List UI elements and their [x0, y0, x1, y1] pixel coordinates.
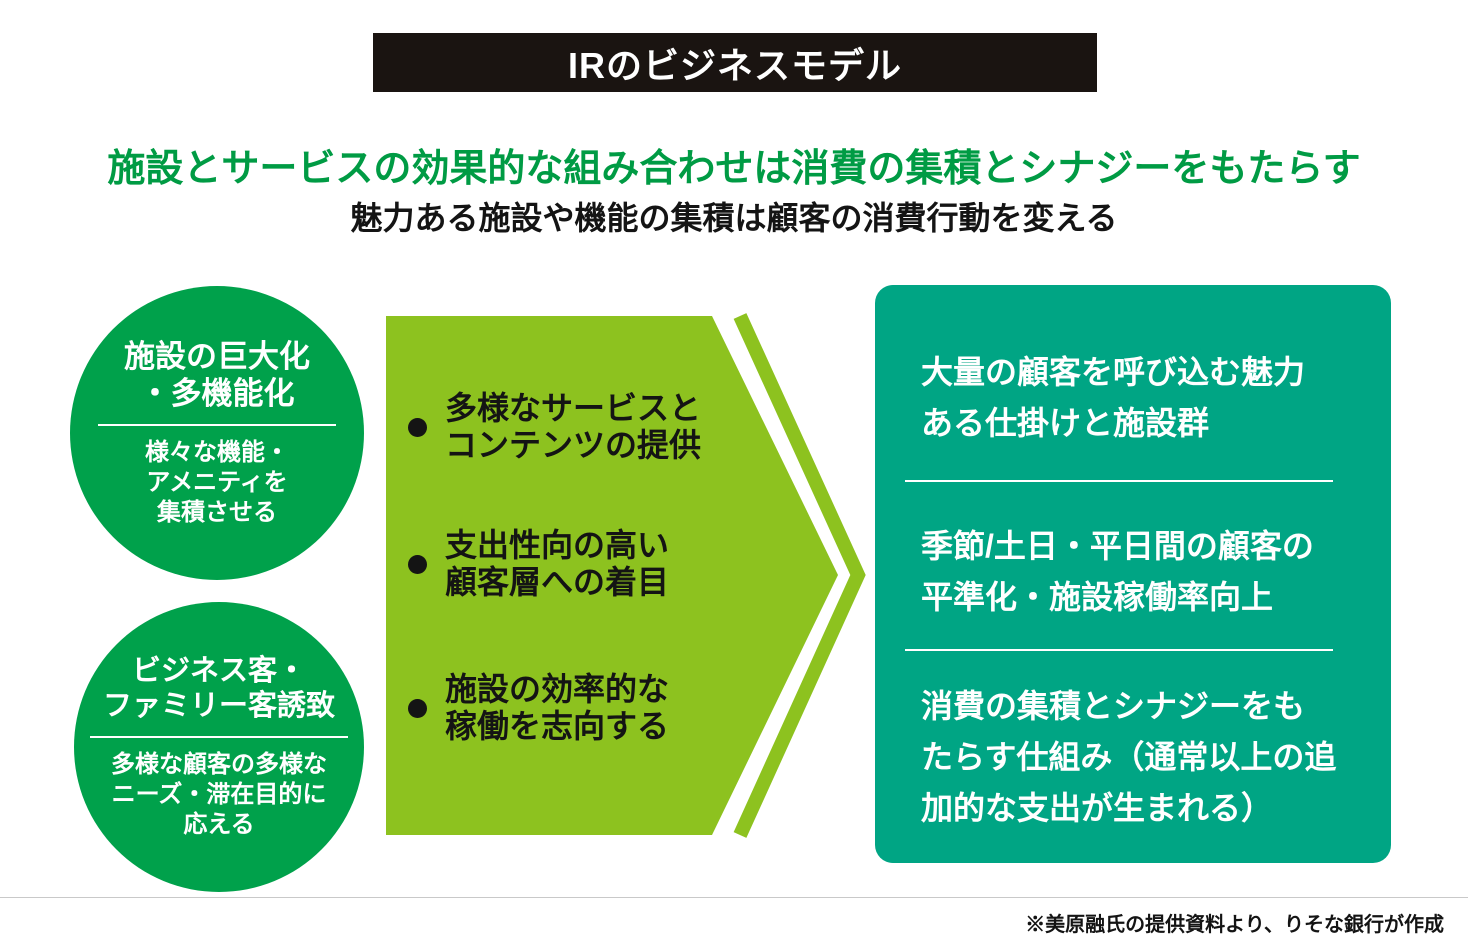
arrow-bullet-text: 施設の効率的な 稼働を志向する: [445, 671, 670, 745]
bullet-icon: [408, 698, 427, 718]
arrow-bullet-text: 支出性向の高い 顧客層への着目: [445, 527, 670, 601]
bullet-icon: [408, 417, 427, 437]
result-item: 大量の顧客を呼び込む魅力 ある仕掛けと施設群: [921, 354, 1306, 442]
divider: [90, 735, 348, 738]
sub-heading: 魅力ある施設や機能の集積は顧客の消費行動を変える: [350, 200, 1118, 236]
source-footnote: ※美原融氏の提供資料より、りそな銀行が作成: [1025, 914, 1444, 936]
arrow-chevron-band: [733, 313, 866, 838]
divider: [905, 480, 1333, 482]
result-item: 季節/土日・平日間の顧客の 平準化・施設稼働率向上: [921, 528, 1314, 616]
title-banner: IRのビジネスモデル: [373, 33, 1097, 92]
circle-customer-attraction: ビジネス客・ ファミリー客誘致 多様な顧客の多様な ニーズ・滞在目的に 応える: [74, 602, 364, 892]
arrow-body-shape: [386, 316, 838, 835]
result-item: 消費の集積とシナジーをも たらす仕組み（通常以上の追 加的な支出が生まれる）: [921, 688, 1337, 827]
circle-title: 施設の巨大化 ・多機能化: [124, 338, 310, 411]
divider: [98, 424, 336, 427]
circle-description: 様々な機能・ アメニティを 集積させる: [145, 439, 289, 527]
arrow-bullet-text: 多様なサービスと コンテンツの提供: [445, 390, 702, 464]
circle-facility-expansion: 施設の巨大化 ・多機能化 様々な機能・ アメニティを 集積させる: [70, 286, 364, 580]
arrow-bullet-item: 施設の効率的な 稼働を志向する: [408, 671, 669, 745]
footer-divider: [0, 897, 1468, 898]
arrow-bullet-item: 多様なサービスと コンテンツの提供: [408, 390, 701, 464]
divider: [905, 649, 1333, 651]
arrow-bullet-item: 支出性向の高い 顧客層への着目: [408, 527, 669, 601]
main-heading: 施設とサービスの効果的な組み合わせは消費の集積とシナジーをもたらす: [107, 148, 1361, 190]
circle-description: 多様な顧客の多様な ニーズ・滞在目的に 応える: [111, 750, 327, 838]
result-box: 大量の顧客を呼び込む魅力 ある仕掛けと施設群 季節/土日・平日間の顧客の 平準化…: [875, 285, 1391, 863]
bullet-icon: [408, 554, 427, 574]
title-banner-text: IRのビジネスモデル: [567, 44, 902, 86]
circle-title: ビジネス客・ ファミリー客誘致: [102, 655, 335, 722]
